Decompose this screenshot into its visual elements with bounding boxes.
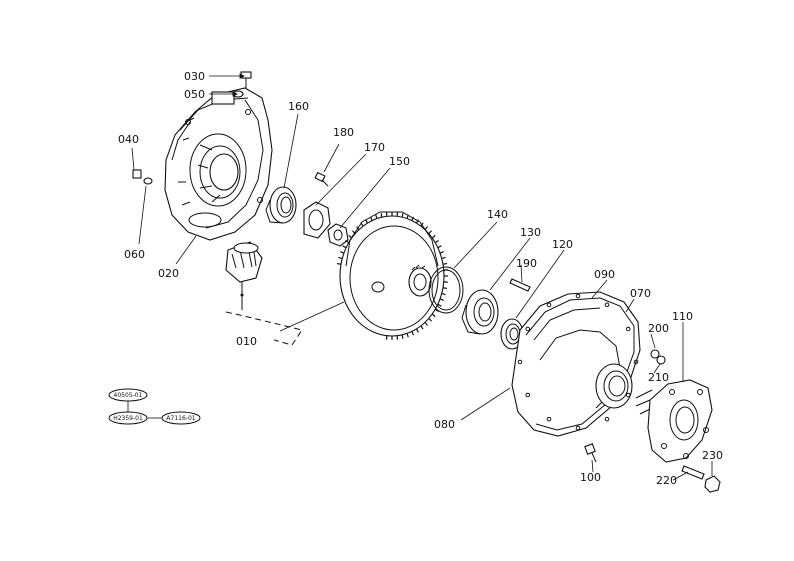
label-120: 120 [552,238,573,251]
ring-gear-010 [336,211,448,340]
reference-tags: 40505-01 H2359-01 A7116-01 [108,388,201,425]
label-230: 230 [702,449,723,462]
stud-220 [681,465,705,480]
label-100: 100 [580,471,601,484]
plate-170 [303,201,331,239]
label-030: 030 [184,70,205,83]
label-050: 050 [184,88,205,101]
svg-text:A7116-01: A7116-01 [166,415,195,422]
ref-tag-3: A7116-01 [161,411,201,425]
housing-020 [164,87,273,241]
bolt-180 [314,171,329,187]
flange-110 [635,379,713,463]
bevel-gear-010 [225,241,263,310]
label-010: 010 [236,335,257,348]
nut-230 [704,475,721,493]
washer-060 [143,177,153,185]
label-150: 150 [389,155,410,168]
label-160: 160 [288,100,309,113]
label-180: 180 [333,126,354,139]
label-080: 080 [434,418,455,431]
snap-ring-140 [428,266,464,314]
label-130: 130 [520,226,541,239]
ref-tag-2: H2359-01 [108,411,148,425]
bolt-100 [584,443,597,463]
bearing-160 [265,186,297,224]
plug-040 [132,169,142,179]
svg-text:40505-01: 40505-01 [114,392,143,399]
label-090: 090 [594,268,615,281]
leader-lines [131,73,713,481]
label-220: 220 [656,474,677,487]
label-190: 190 [516,257,537,270]
bolt-030 [240,71,252,88]
cover-090 [511,291,641,437]
bearing-130 [461,289,499,335]
label-200: 200 [648,322,669,335]
label-060: 060 [124,248,145,261]
ref-tag-1: 40505-01 [108,388,148,402]
leader-010-dashed [225,311,303,346]
washer-210 [656,355,666,365]
label-040: 040 [118,133,139,146]
label-020: 020 [158,267,179,280]
cover-bolt-holes [517,293,639,431]
nut-150 [327,223,349,247]
pin-190 [509,278,531,292]
label-170: 170 [364,141,385,154]
label-140: 140 [487,208,508,221]
nut-200 [650,349,660,359]
label-110: 110 [672,310,693,323]
label-070: 070 [630,287,651,300]
svg-text:H2359-01: H2359-01 [113,415,143,422]
label-210: 210 [648,371,669,384]
